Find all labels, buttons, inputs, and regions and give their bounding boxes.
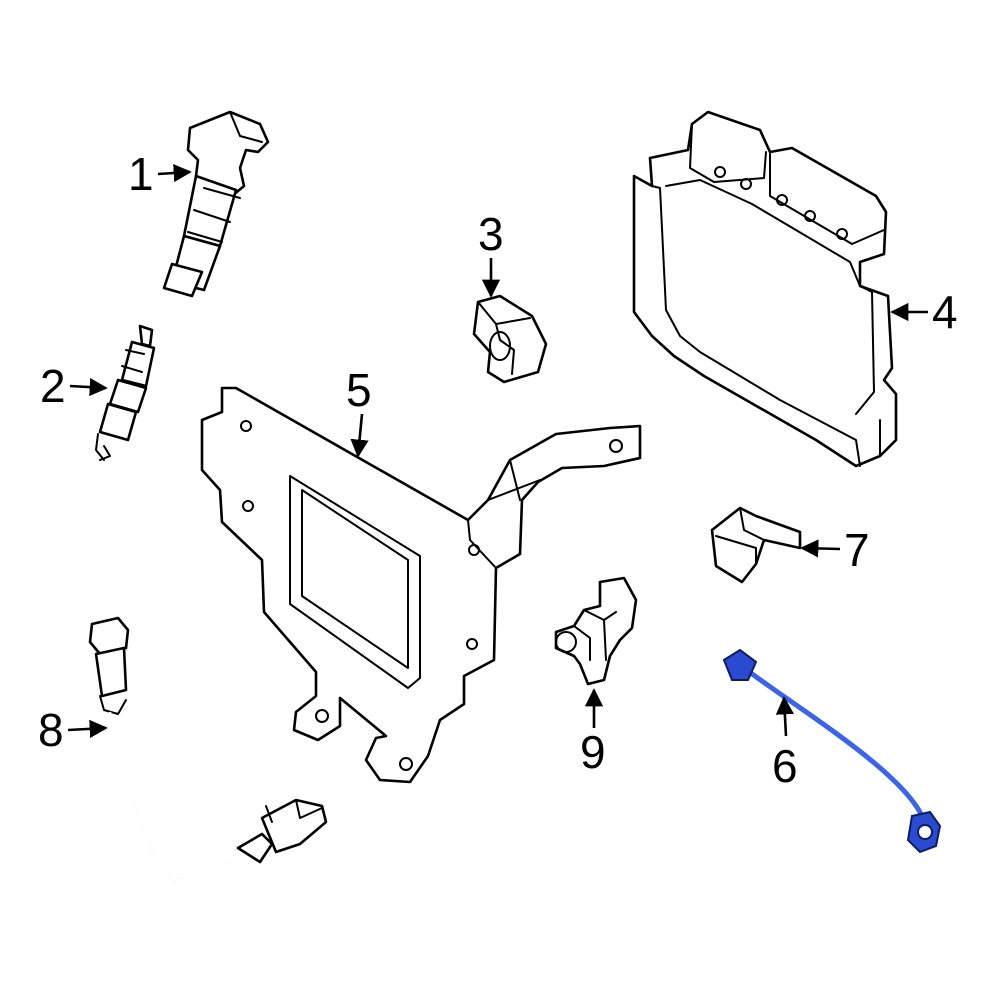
part-1-ignition-coil[interactable] bbox=[162, 110, 270, 298]
part-3-sensor[interactable] bbox=[472, 294, 548, 384]
callout-4: 4 bbox=[932, 286, 958, 338]
callout-2: 2 bbox=[40, 360, 66, 412]
callout-5: 5 bbox=[346, 364, 372, 416]
part-6-knock-sensor[interactable] bbox=[722, 648, 942, 854]
leader-6 bbox=[775, 696, 794, 737]
part-9-position-sensor[interactable] bbox=[554, 576, 638, 686]
callout-7: 7 bbox=[844, 524, 870, 576]
part-2-spark-plug[interactable] bbox=[95, 324, 156, 461]
leader-8 bbox=[67, 719, 108, 738]
callout-8: 8 bbox=[38, 704, 64, 756]
leader-2 bbox=[69, 378, 108, 397]
callout-9: 9 bbox=[580, 726, 606, 778]
part-5-mounting-bracket[interactable] bbox=[200, 386, 642, 784]
part-7-small-bracket[interactable] bbox=[710, 506, 802, 584]
leader-5 bbox=[350, 413, 369, 458]
leader-1 bbox=[157, 163, 192, 183]
part-8-oxygen-sensor[interactable] bbox=[88, 616, 328, 882]
callout-3: 3 bbox=[478, 208, 504, 260]
part-4-engine-control-module[interactable] bbox=[632, 110, 898, 468]
callout-6: 6 bbox=[772, 740, 798, 792]
leader-7 bbox=[800, 539, 841, 558]
callout-1: 1 bbox=[128, 148, 154, 200]
